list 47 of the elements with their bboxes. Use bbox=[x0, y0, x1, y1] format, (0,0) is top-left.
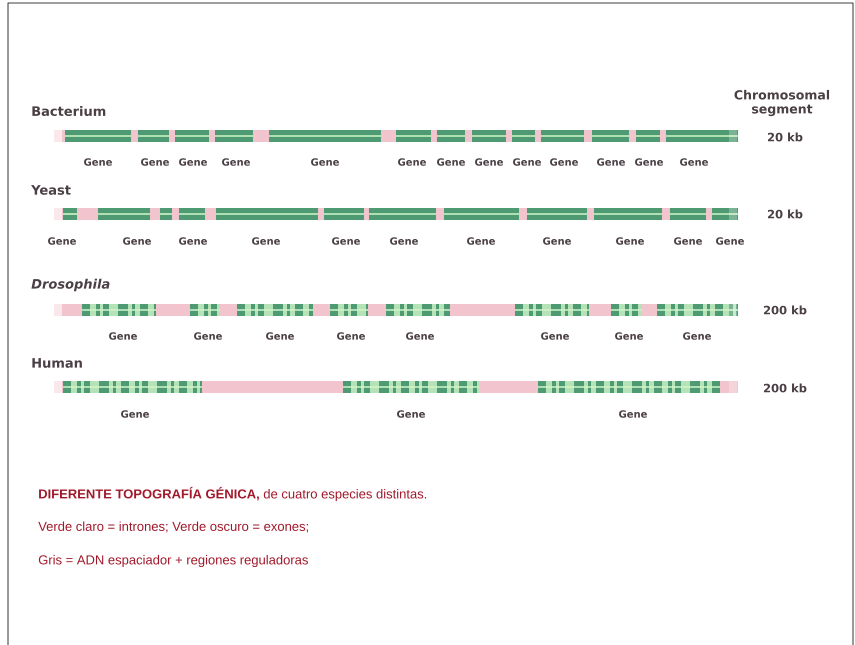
segment-size-label: 20 kb bbox=[768, 210, 802, 218]
gene-label: Gene bbox=[84, 158, 112, 166]
gene-label: Gene bbox=[194, 332, 222, 340]
species-label: Human bbox=[32, 358, 82, 368]
species-label: Bacterium bbox=[32, 106, 106, 116]
species-label: Drosophila bbox=[31, 278, 110, 292]
gene-label: Gene bbox=[597, 158, 625, 166]
note-text: Verde claro = intrones; Verde oscuro = exones; bbox=[38, 521, 308, 533]
gene-label: Gene bbox=[179, 237, 207, 245]
gene-label: Gene bbox=[616, 237, 644, 245]
gene-label: Gene bbox=[397, 410, 425, 418]
gene-label: Gene bbox=[543, 237, 571, 245]
column-heading: Chromosomal segment bbox=[734, 90, 830, 116]
segment-size-label: 20 kb bbox=[768, 132, 802, 142]
gene-label: Gene bbox=[619, 410, 647, 418]
gene-label: Gene bbox=[680, 158, 708, 166]
gene-label: Gene bbox=[683, 332, 711, 340]
gene-label: Gene bbox=[337, 332, 365, 340]
gene-label: Gene bbox=[390, 237, 418, 245]
segment-size-label: 200 kb bbox=[764, 384, 806, 392]
gene-label: Gene bbox=[222, 158, 250, 166]
caption-text: DIFERENTE TOPOGRAFÍA GÉNICA, de cuatro especies distintas. bbox=[39, 486, 426, 502]
species-label: Yeast bbox=[31, 185, 71, 195]
gene-label: Gene bbox=[398, 158, 426, 166]
gene-label: Gene bbox=[252, 237, 280, 245]
gene-label: Gene bbox=[467, 237, 495, 245]
gene-label: Gene bbox=[109, 332, 137, 340]
gene-label: Gene bbox=[332, 237, 360, 245]
gene-label: Gene bbox=[311, 158, 339, 166]
gene-label: Gene bbox=[475, 158, 503, 166]
gene-label: Gene bbox=[406, 332, 434, 340]
gene-label: Gene bbox=[48, 237, 76, 245]
segment-size-label: 200 kb bbox=[764, 306, 806, 314]
gene-label: Gene bbox=[615, 332, 643, 340]
gene-label: Gene bbox=[121, 410, 149, 418]
gene-label: Gene bbox=[437, 158, 465, 166]
gene-label: Gene bbox=[513, 158, 541, 166]
gene-label: Gene bbox=[123, 237, 151, 245]
gene-label: Gene bbox=[179, 158, 207, 166]
note-text: Gris = ADN espaciador + regiones reguladoras bbox=[38, 554, 308, 568]
gene-label: Gene bbox=[635, 158, 663, 166]
gene-label: Gene bbox=[141, 158, 169, 166]
gene-label: Gene bbox=[716, 237, 744, 245]
gene-label: Gene bbox=[266, 332, 294, 340]
gene-label: Gene bbox=[674, 237, 702, 245]
gene-label: Gene bbox=[550, 158, 578, 166]
gene-label: Gene bbox=[541, 332, 569, 340]
